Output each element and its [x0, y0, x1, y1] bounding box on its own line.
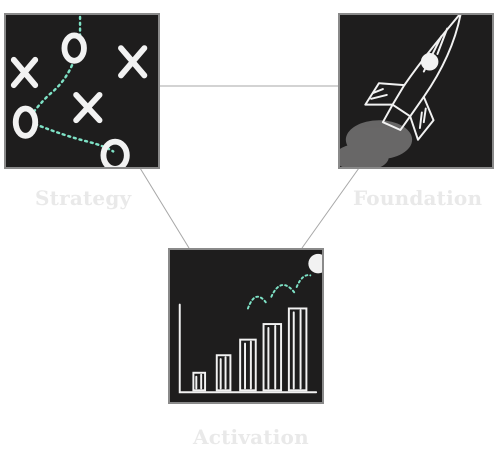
- strategy-label: Strategy: [35, 186, 132, 210]
- tic-tac-toe-play-icon: [10, 15, 148, 167]
- strategy-tile: [4, 13, 160, 169]
- foundation-label: Foundation: [353, 186, 483, 210]
- growth-bar-chart-icon: [178, 253, 322, 394]
- rocket-icon: [340, 15, 462, 167]
- activation-tile: [168, 248, 324, 404]
- connector-foundation-activation: [301, 167, 360, 249]
- foundation-tile: [338, 13, 494, 169]
- activation-label: Activation: [193, 425, 309, 449]
- connector-strategy-activation: [139, 167, 190, 249]
